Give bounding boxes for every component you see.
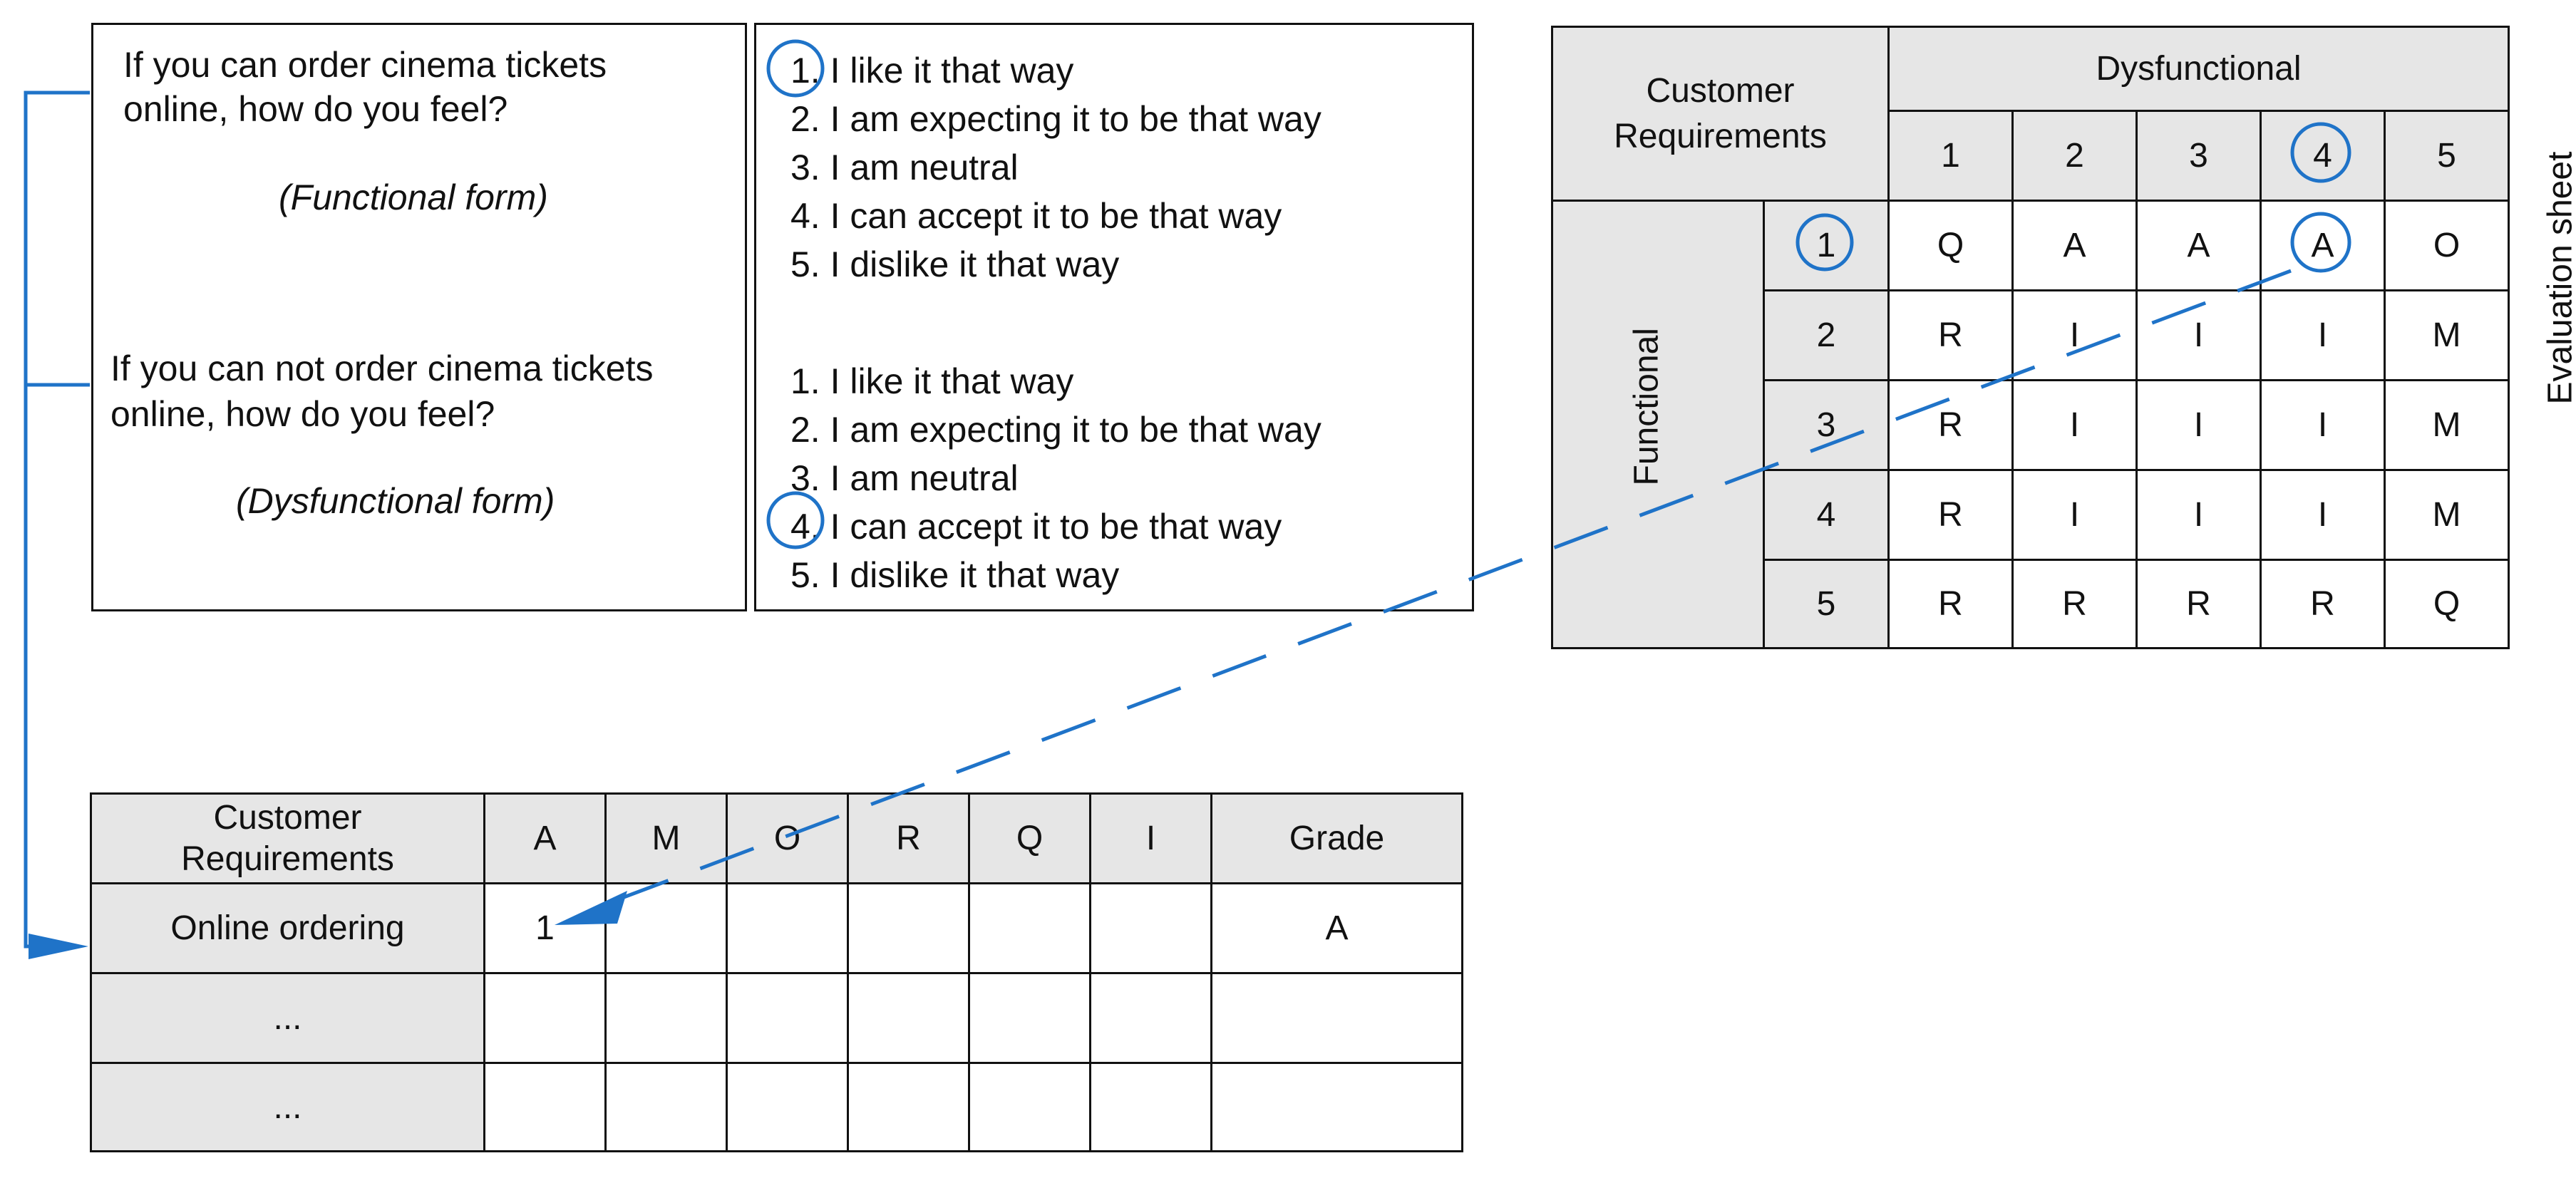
dysfunctional-header: Dysfunctional [1887, 26, 2510, 112]
eval-cell: Q [2383, 559, 2510, 649]
result-col-m: M [604, 792, 728, 884]
eval-cell: M [2383, 289, 2510, 381]
bracket-connector [24, 91, 90, 949]
question-box: If you can order cinema tickets online, … [91, 23, 747, 611]
eval-cell: O [2383, 200, 2510, 291]
eval-cell: R [1887, 379, 2014, 471]
eval-cell: R [2260, 559, 2386, 649]
result-cell: A [1210, 882, 1463, 974]
functional-option-4: 4. I can accept it to be that way [790, 196, 1282, 236]
result-cell [1210, 1062, 1463, 1152]
functional-header: Functional [1627, 328, 1666, 486]
eval-col-header-5: 5 [2383, 110, 2510, 202]
result-cell [1089, 972, 1212, 1064]
dysfunctional-option-2: 2. I am expecting it to be that way [790, 410, 1322, 450]
eval-cell: I [2260, 469, 2386, 561]
eval-cell: I [2135, 289, 2262, 381]
eval-cell: R [2135, 559, 2262, 649]
eval-corner-label-line-1: Customer [1646, 71, 1795, 110]
result-row-label: ... [90, 972, 485, 1064]
eval-cell: M [2383, 379, 2510, 471]
result-cell [847, 1062, 970, 1152]
result-cell [1210, 972, 1463, 1064]
result-col-r: R [847, 792, 970, 884]
eval-cell: A [2260, 200, 2386, 291]
eval-cell: R [1887, 289, 2014, 381]
functional-option-5: 5. I dislike it that way [790, 244, 1120, 284]
functional-option-2: 2. I am expecting it to be that way [790, 99, 1322, 139]
eval-cell: A [2135, 200, 2262, 291]
functional-option-3: 3. I am neutral [790, 148, 1019, 187]
result-col-grade: Grade [1210, 792, 1463, 884]
result-header-label-line-1: Customer [213, 798, 362, 837]
result-col-i: I [1089, 792, 1212, 884]
eval-corner-label: Customer Requirements [1551, 26, 1890, 202]
eval-cell: I [2011, 379, 2138, 471]
eval-cell: I [2260, 289, 2386, 381]
eval-cell: A [2011, 200, 2138, 291]
eval-cell: I [2011, 289, 2138, 381]
result-cell [847, 882, 970, 974]
result-cell [847, 972, 970, 1064]
eval-cell: I [2135, 379, 2262, 471]
dysfunctional-option-4: 4. I can accept it to be that way [790, 507, 1282, 547]
eval-col-header-1: 1 [1887, 110, 2014, 202]
result-cell [726, 882, 849, 974]
eval-row-header-1: 1 [1763, 200, 1890, 291]
eval-row-header-4: 4 [1763, 469, 1890, 561]
eval-col-header-3: 3 [2135, 110, 2262, 202]
eval-row-header-3: 3 [1763, 379, 1890, 471]
result-cell [1089, 1062, 1212, 1152]
eval-cell: R [2011, 559, 2138, 649]
dysfunctional-option-3: 3. I am neutral [790, 458, 1019, 498]
eval-row-header-2: 2 [1763, 289, 1890, 381]
result-col-o: O [726, 792, 849, 884]
result-col-a: A [483, 792, 607, 884]
dysfunctional-question-line-2: online, how do you feel? [110, 394, 495, 434]
result-cell [726, 972, 849, 1064]
functional-question-line-1: If you can order cinema tickets [123, 45, 607, 85]
answers-box: 1. I like it that way 2. I am expecting … [754, 23, 1474, 611]
dysfunctional-option-5: 5. I dislike it that way [790, 555, 1120, 595]
functional-question-line-2: online, how do you feel? [123, 89, 508, 129]
eval-col-header-4: 4 [2260, 110, 2386, 202]
eval-cell: R [1887, 469, 2014, 561]
eval-row-header-5: 5 [1763, 559, 1890, 649]
result-header-label-line-2: Requirements [181, 839, 394, 878]
eval-cell: I [2011, 469, 2138, 561]
dysfunctional-form-label: (Dysfunctional form) [236, 481, 555, 521]
evaluation-sheet: Customer Requirements Dysfunctional 1 2 … [1551, 26, 2510, 649]
result-header-label: Customer Requirements [90, 792, 485, 884]
result-cell [1089, 882, 1212, 974]
functional-form-label: (Functional form) [279, 177, 548, 217]
result-arrow-head [29, 934, 88, 959]
eval-corner-label-line-2: Requirements [1614, 117, 1827, 155]
result-cell [604, 882, 728, 974]
eval-col-header-2: 2 [2011, 110, 2138, 202]
result-row-label: ... [90, 1062, 485, 1152]
eval-cell: R [1887, 559, 2014, 649]
result-cell [483, 1062, 607, 1152]
result-col-q: Q [968, 792, 1091, 884]
result-cell [726, 1062, 849, 1152]
result-cell [968, 1062, 1091, 1152]
dysfunctional-question-line-1: If you can not order cinema tickets [110, 348, 654, 388]
dysfunctional-option-1: 1. I like it that way [790, 361, 1074, 401]
result-cell [968, 972, 1091, 1064]
result-cell [968, 882, 1091, 974]
result-cell [483, 972, 607, 1064]
eval-cell: I [2260, 379, 2386, 471]
eval-cell: Q [1887, 200, 2014, 291]
result-cell: 1 [483, 882, 607, 974]
result-cell [604, 972, 728, 1064]
result-row-label: Online ordering [90, 882, 485, 974]
result-cell [604, 1062, 728, 1152]
result-table: Customer Requirements A M O R Q I Grade … [90, 792, 1463, 1152]
eval-cell: I [2135, 469, 2262, 561]
evaluation-sheet-label: Evaluation sheet [2541, 151, 2576, 405]
eval-cell: M [2383, 469, 2510, 561]
functional-option-1: 1. I like it that way [790, 51, 1074, 91]
